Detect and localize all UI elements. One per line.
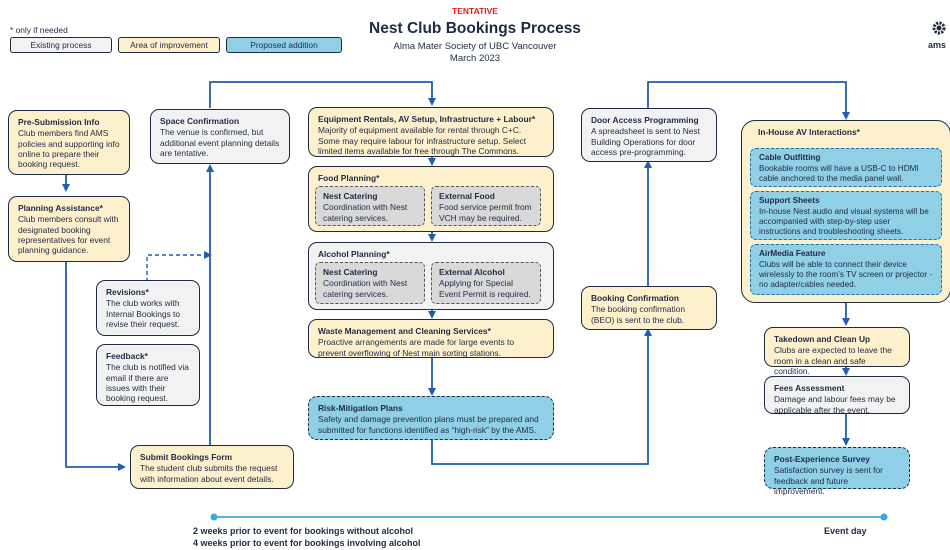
equipment-box: Equipment Rentals, AV Setup, Infrastruct… <box>308 107 554 157</box>
space-confirmation-box: Space Confirmation The venue is confirme… <box>150 109 290 164</box>
risk-mitigation-box: Risk-Mitigation Plans Safety and damage … <box>308 396 554 440</box>
takedown-text: Clubs are expected to leave the room in … <box>774 345 892 376</box>
survey-title: Post-Experience Survey <box>774 454 870 464</box>
legend-proposed: Proposed addition <box>226 37 342 53</box>
av-title: In-House AV Interactions* <box>758 127 860 137</box>
door-access-box: Door Access Programming A spreadsheet is… <box>581 108 717 162</box>
cable-title: Cable Outfitting <box>759 153 821 162</box>
food-title: Food Planning* <box>318 173 380 183</box>
support-sheets-box: Support Sheets In-house Nest audio and v… <box>750 191 942 240</box>
support-text: In-house Nest audio and visual systems w… <box>759 207 929 236</box>
logo-text: ams <box>928 40 947 50</box>
risk-text: Safety and damage prevention plans must … <box>318 414 539 435</box>
alcohol-external-box: External Alcohol Applying for Special Ev… <box>431 262 541 304</box>
survey-box: Post-Experience Survey Satisfaction surv… <box>764 447 910 496</box>
legend-improvement: Area of improvement <box>118 37 220 53</box>
risk-title: Risk-Mitigation Plans <box>318 403 403 413</box>
confirm-title: Booking Confirmation <box>591 293 679 303</box>
alcohol-external-title: External Alcohol <box>439 267 505 277</box>
food-nest-catering-box: Nest Catering Coordination with Nest cat… <box>315 186 425 226</box>
waste-box: Waste Management and Cleaning Services* … <box>308 319 554 358</box>
survey-text: Satisfaction survey is sent for feedback… <box>774 465 883 496</box>
arrow-space-equipment <box>209 81 436 108</box>
cable-text: Bookable rooms will have a USB-C to HDMI… <box>759 164 919 183</box>
food-external-text: Food service permit from VCH may be requ… <box>439 202 532 223</box>
takedown-box: Takedown and Clean Up Clubs are expected… <box>764 327 910 376</box>
door-title: Door Access Programming <box>591 115 699 125</box>
legend-existing: Existing process <box>10 37 112 53</box>
submit-title: Submit Bookings Form <box>140 452 233 462</box>
alcohol-nest-text: Coordination with Nest catering services… <box>323 278 408 299</box>
revisions-box: Revisions* The club works with Internal … <box>96 280 200 336</box>
arrow-door-av <box>647 81 850 120</box>
support-title: Support Sheets <box>759 196 820 205</box>
feedback-text: The club is notified via email if there … <box>106 362 189 403</box>
presubmission-text: Club members find AMS policies and suppo… <box>18 128 120 169</box>
planning-text: Club members consult with designated boo… <box>18 214 119 255</box>
page-title: Nest Club Bookings Process <box>369 20 581 37</box>
ams-logo: ams <box>928 20 950 50</box>
space-text: The venue is confirmed, but additional e… <box>160 127 280 158</box>
equipment-title: Equipment Rentals, AV Setup, Infrastruct… <box>318 114 536 124</box>
timeline-start-dot <box>210 513 218 521</box>
door-text: A spreadsheet is sent to Nest Building O… <box>591 126 700 157</box>
alcohol-nest-title: Nest Catering <box>323 267 378 277</box>
arrow-planning-submit <box>65 262 126 471</box>
page-subtitle: Alma Mater Society of UBC Vancouver <box>393 41 557 52</box>
presubmission-title: Pre-Submission Info <box>18 117 100 127</box>
planning-title: Planning Assistance* <box>18 203 103 213</box>
revisions-text: The club works with Internal Bookings to… <box>106 298 181 329</box>
airmedia-text: Clubs will be able to connect their devi… <box>759 260 933 289</box>
timeline-label-1: 2 weeks prior to event for bookings with… <box>193 526 414 536</box>
food-nest-title: Nest Catering <box>323 191 378 201</box>
timeline-end-dot <box>880 513 888 521</box>
airmedia-title: AirMedia Feature <box>759 249 826 258</box>
booking-confirmation-box: Booking Confirmation The booking confirm… <box>581 286 717 330</box>
confirm-text: The booking confirmation (BEO) is sent t… <box>591 304 686 325</box>
planning-box: Planning Assistance* Club members consul… <box>8 196 130 262</box>
av-interactions-box: In-House AV Interactions* Cable Outfitti… <box>741 120 950 303</box>
submit-text: The student club submits the request wit… <box>140 463 278 484</box>
waste-title: Waste Management and Cleaning Services* <box>318 326 491 336</box>
alcohol-nest-catering-box: Nest Catering Coordination with Nest cat… <box>315 262 425 304</box>
feedback-title: Feedback* <box>106 351 148 361</box>
tentative-tag: TENTATIVE <box>452 6 498 16</box>
submit-form-box: Submit Bookings Form The student club su… <box>130 445 294 489</box>
equipment-text: Majority of equipment available for rent… <box>318 125 527 156</box>
alcohol-title: Alcohol Planning* <box>318 249 390 259</box>
presubmission-box: Pre-Submission Info Club members find AM… <box>8 110 130 175</box>
alcohol-external-text: Applying for Special Event Permit is req… <box>439 278 531 299</box>
alcohol-planning-box: Alcohol Planning* Nest Catering Coordina… <box>308 242 554 310</box>
arrow-risk-confirm <box>431 328 652 465</box>
legend-note: * only if needed <box>10 25 68 35</box>
fees-text: Damage and labour fees may be applicable… <box>774 394 896 415</box>
page-date: March 2023 <box>449 53 501 64</box>
food-external-box: External Food Food service permit from V… <box>431 186 541 226</box>
revisions-title: Revisions* <box>106 287 149 297</box>
food-nest-text: Coordination with Nest catering services… <box>323 202 408 223</box>
arrow-revisions-loop <box>146 251 212 282</box>
space-title: Space Confirmation <box>160 116 240 126</box>
cable-outfitting-box: Cable Outfitting Bookable rooms will hav… <box>750 148 942 187</box>
timeline-end-label: Event day <box>824 526 867 536</box>
airmedia-box: AirMedia Feature Clubs will be able to c… <box>750 244 942 295</box>
gear-logo-icon <box>932 21 946 35</box>
takedown-title: Takedown and Clean Up <box>774 334 871 344</box>
fees-title: Fees Assessment <box>774 383 845 393</box>
food-external-title: External Food <box>439 191 495 201</box>
feedback-box: Feedback* The club is notified via email… <box>96 344 200 406</box>
food-planning-box: Food Planning* Nest Catering Coordinatio… <box>308 166 554 232</box>
fees-box: Fees Assessment Damage and labour fees m… <box>764 376 910 415</box>
waste-text: Proactive arrangements are made for larg… <box>318 337 514 358</box>
timeline-label-2: 4 weeks prior to event for bookings invo… <box>193 538 421 548</box>
